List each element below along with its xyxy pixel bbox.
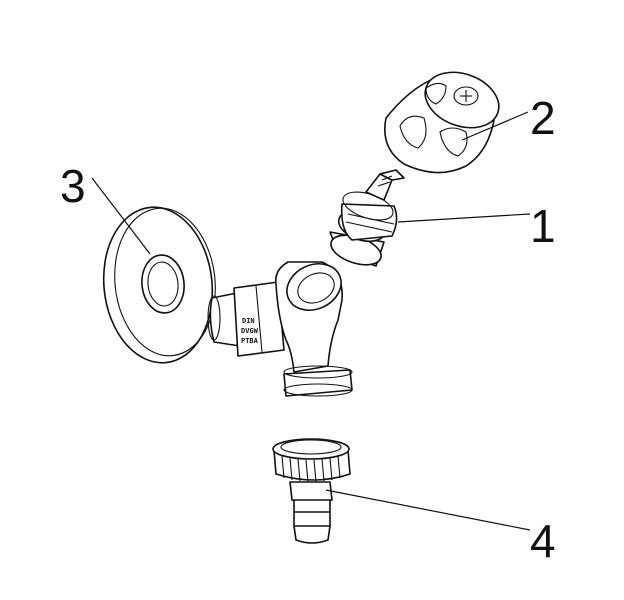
body-stamp-line-3: PTBA: [241, 337, 259, 345]
leader-line-1: [397, 213, 531, 223]
part-4-hose-connector: [272, 438, 351, 544]
leader-line-2: [461, 111, 529, 141]
callout-1: 1: [530, 200, 556, 252]
body-stamp-line-2: DVGW: [241, 327, 259, 335]
part-3-wall-rosette: [102, 206, 216, 364]
part-1-valve-cartridge: [329, 169, 405, 267]
leader-lines: [91, 111, 531, 531]
part-2-handwheel: [384, 71, 500, 174]
valve-body: DIN DVGW PTBA: [207, 261, 353, 397]
leader-line-3: [91, 177, 151, 255]
body-stamp-line-1: DIN: [242, 317, 255, 325]
leader-line-4: [325, 489, 531, 531]
callout-2: 2: [530, 92, 556, 144]
callout-4: 4: [530, 515, 556, 567]
callout-3: 3: [60, 160, 86, 212]
